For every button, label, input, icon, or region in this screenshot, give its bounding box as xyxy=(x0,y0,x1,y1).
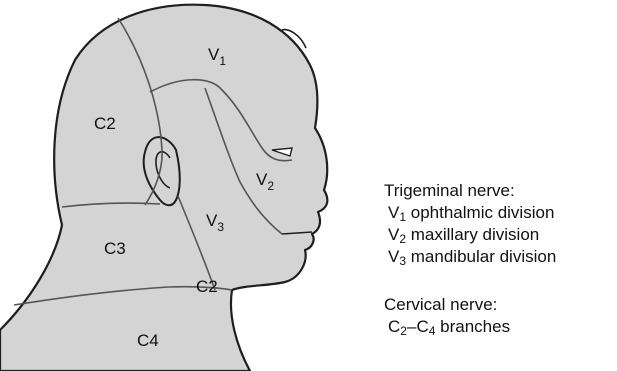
label-c2-upper: C2 xyxy=(94,114,116,133)
label-c2-lower: C2 xyxy=(196,277,218,296)
nerve-legend: Trigeminal nerve: V1 ophthalmic division… xyxy=(384,180,614,338)
label-c3: C3 xyxy=(104,239,126,258)
legend-item-v3: V3 mandibular division xyxy=(384,246,614,268)
legend-item-cervical: C2–C4 branches xyxy=(384,316,614,338)
legend-cervical-title: Cervical nerve: xyxy=(384,294,614,316)
label-c4: C4 xyxy=(137,331,159,350)
legend-item-v2: V2 maxillary division xyxy=(384,224,614,246)
head-dermatome-figure: V1 V2 V3 C2 C2 C3 C4 xyxy=(0,0,370,371)
legend-trigeminal-title: Trigeminal nerve: xyxy=(384,180,614,202)
legend-item-v1: V1 ophthalmic division xyxy=(384,202,614,224)
